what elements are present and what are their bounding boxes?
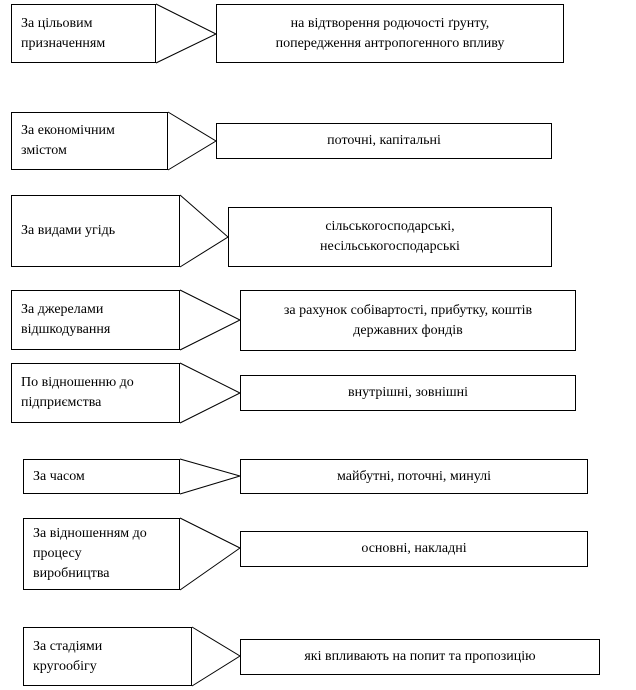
arrow-5	[179, 362, 242, 424]
arrow-7	[179, 517, 241, 591]
category-box-7: За відношенням до процесу виробництва	[23, 518, 180, 590]
arrow-8	[191, 626, 241, 687]
category-box-3: За видами угідь	[11, 195, 180, 267]
value-box-3: сільськогосподарські, несільськогосподар…	[228, 207, 552, 267]
value-box-4: за рахунок собівартості, прибутку, кошті…	[240, 290, 576, 351]
value-box-1: на відтворення родючості ґрунту, поперед…	[216, 4, 564, 63]
category-box-1: За цільовим призначенням	[11, 4, 156, 63]
category-box-4: За джерелами відшкодування	[11, 290, 180, 350]
value-box-6: майбутні, поточні, минулі	[240, 459, 588, 494]
value-box-2: поточні, капітальні	[216, 123, 552, 159]
arrow-3	[179, 194, 229, 268]
arrow-2	[167, 111, 217, 171]
arrow-1	[155, 3, 218, 64]
category-box-2: За економічним змістом	[11, 112, 168, 170]
value-box-8: які впливають на попит та пропозицію	[240, 639, 600, 675]
category-box-8: За стадіями кругообігу	[23, 627, 192, 686]
category-box-6: За часом	[23, 459, 180, 494]
value-box-7: основні, накладні	[240, 531, 588, 567]
arrow-4	[179, 289, 242, 351]
arrow-6	[179, 458, 242, 495]
category-box-5: По відношенню до підприємства	[11, 363, 180, 423]
value-box-5: внутрішні, зовнішні	[240, 375, 576, 411]
